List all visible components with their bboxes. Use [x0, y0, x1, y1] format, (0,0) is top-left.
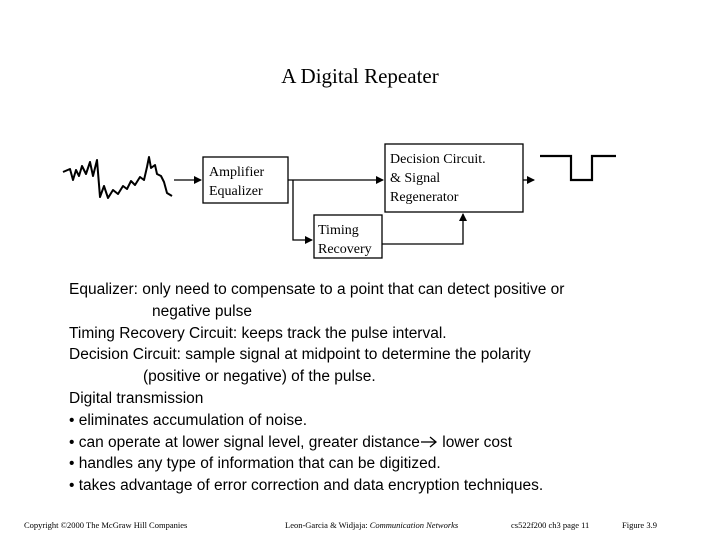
explanation-text: Equalizer: only need to compensate to a … — [69, 279, 709, 497]
timing-recovery-label: Timing Recovery — [318, 221, 372, 259]
equalizer-text-line1: Equalizer: only need to compensate to a … — [69, 281, 565, 298]
bullet-item: • eliminates accumulation of noise. — [69, 411, 308, 429]
equalizer-label-line: Equalizer — [209, 184, 263, 199]
decision-text-line1: Decision Circuit: sample signal at midpo… — [69, 346, 531, 364]
decision-circuit-label: Decision Circuit. & Signal Regenerator — [390, 150, 486, 207]
footer-copyright: Copyright ©2000 The McGraw Hill Companie… — [24, 520, 188, 530]
decision-text-line2: (positive or negative) of the pulse. — [143, 368, 376, 386]
footer-authors: Leon-Garcia & Widjaja: — [285, 520, 370, 530]
amplifier-equalizer-block — [202, 156, 289, 204]
timing-label-line: Timing — [318, 223, 359, 238]
repeater-block-diagram — [62, 143, 616, 259]
recovery-label-line: Recovery — [318, 242, 372, 257]
regenerated-pulse-icon — [540, 154, 616, 182]
bullet-text: • can operate at lower signal level, gre… — [69, 433, 420, 451]
digital-transmission-heading: Digital transmission — [69, 389, 204, 407]
distorted-waveform-icon — [62, 156, 173, 199]
bullet-text: lower cost — [437, 433, 513, 451]
amplifier-equalizer-label: Amplifier Equalizer — [209, 163, 264, 201]
regenerator-label-line: Regenerator — [390, 190, 459, 205]
decision-label-line: Decision Circuit. — [390, 152, 486, 167]
right-arrow-icon — [420, 436, 437, 448]
footer-book-title: Communication Networks — [369, 520, 459, 530]
signal-label-line: & Signal — [390, 171, 441, 186]
decision-circuit-block — [384, 143, 524, 213]
footer-citation: Leon-Garcia & Widjaja: Communication Net… — [285, 520, 458, 530]
equalizer-text-line2: negative pulse — [152, 302, 252, 320]
footer-course-page: cs522f200 ch3 page 11 — [511, 520, 590, 530]
bullet-item: • can operate at lower signal level, gre… — [69, 432, 709, 454]
timing-text-line: Timing Recovery Circuit: keeps track the… — [69, 324, 447, 342]
bullet-item: • takes advantage of error correction an… — [69, 477, 544, 495]
page-title: A Digital Repeater — [281, 64, 439, 88]
amp-to-timing-arrow — [292, 180, 313, 244]
footer-figure-number: Figure 3.9 — [622, 520, 657, 530]
amplifier-label-line: Amplifier — [209, 165, 265, 180]
timing-to-decision-arrow — [382, 213, 467, 245]
timing-recovery-block — [313, 214, 383, 259]
bullet-item: • handles any type of information that c… — [69, 455, 441, 473]
